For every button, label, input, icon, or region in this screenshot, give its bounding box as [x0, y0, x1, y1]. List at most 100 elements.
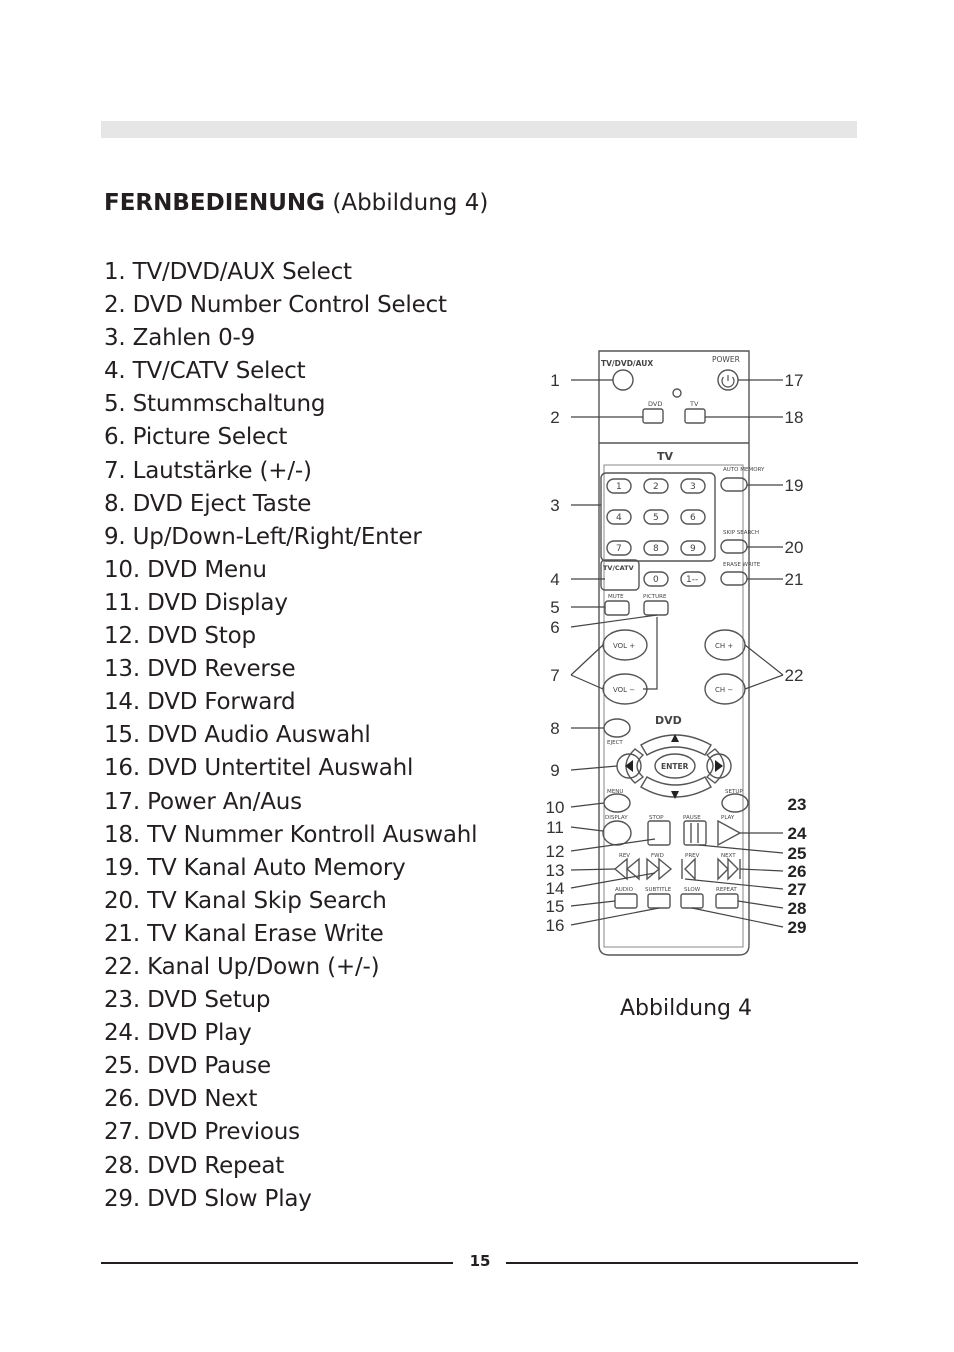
label-tv-small: TV — [689, 400, 699, 408]
digit-label: 1-- — [686, 575, 698, 585]
callout-number: 5 — [550, 598, 559, 617]
label-eject: EJECT — [607, 740, 623, 746]
digit-label: 1 — [616, 482, 622, 492]
callout-number: 12 — [546, 842, 565, 861]
list-item: 22. Kanal Up/Down (+/-) — [104, 953, 380, 980]
list-item: 20. TV Kanal Skip Search — [104, 887, 387, 914]
list-item: 15. DVD Audio Auswahl — [104, 722, 371, 749]
callout-number: 18 — [785, 408, 804, 427]
label-menu: MENU — [607, 789, 623, 795]
label-rev: REV — [619, 853, 630, 859]
list-item: 17. Power An/Aus — [104, 788, 302, 815]
callout-number: 29 — [788, 918, 807, 937]
digit-label: 6 — [690, 513, 696, 523]
callout-number: 1 — [550, 371, 559, 390]
list-item: 18. TV Nummer Kontroll Auswahl — [104, 821, 478, 848]
label-auto-memory: AUTO MEMORY — [723, 467, 765, 473]
remote-control-figure: TV/DVD/AUX POWER DVD TV TV AUTO MEMORY S… — [546, 350, 807, 956]
list-item: 1. TV/DVD/AUX Select — [104, 259, 352, 285]
label-tv-section: TV — [657, 450, 674, 463]
figure-caption: Abbildung 4 — [620, 996, 753, 1021]
callout-number: 13 — [546, 861, 565, 880]
label-slow: SLOW — [684, 887, 701, 893]
digit-label: 2 — [653, 482, 659, 492]
callout-number: 15 — [546, 897, 565, 916]
label-pause: PAUSE — [683, 815, 701, 821]
list-item: 12. DVD Stop — [104, 623, 256, 650]
list-item: 19. TV Kanal Auto Memory — [104, 854, 406, 881]
heading-bold: FERNBEDIENUNG — [104, 190, 326, 216]
callout-number: 2 — [550, 408, 559, 427]
list-item: 16. DVD Untertitel Auswahl — [104, 755, 414, 782]
callout-number: 25 — [788, 844, 807, 863]
label-ch-minus: CH − — [715, 686, 733, 694]
label-dvd-small: DVD — [648, 400, 662, 408]
page-number: 15 — [469, 1252, 491, 1270]
callout-number: 14 — [546, 879, 565, 898]
list-item: 7. Lautstärke (+/-) — [104, 457, 312, 484]
list-item: 11. DVD Display — [104, 589, 288, 616]
callout-number: 4 — [550, 570, 559, 589]
callout-number: 3 — [550, 496, 559, 515]
label-vol-minus: VOL − — [613, 686, 635, 694]
section-heading: FERNBEDIENUNG (Abbildung 4) — [104, 190, 488, 216]
callout-number: 9 — [550, 761, 559, 780]
list-item: 8. DVD Eject Taste — [104, 490, 312, 517]
label-dvd-section: DVD — [655, 714, 682, 727]
callout-number: 28 — [788, 899, 807, 918]
label-skip-search: SKIP SEARCH — [723, 530, 759, 536]
label-setup: SETUP — [725, 789, 743, 795]
label-stop: STOP — [649, 815, 664, 821]
callout-number: 24 — [788, 824, 807, 843]
callout-number: 17 — [785, 371, 804, 390]
list-item: 26. DVD Next — [104, 1086, 258, 1113]
callout-number: 10 — [546, 798, 565, 817]
label-tv-dvd-aux: TV/DVD/AUX — [601, 359, 653, 368]
label-power: POWER — [712, 355, 740, 364]
list-item: 4. TV/CATV Select — [104, 358, 306, 385]
callout-number: 16 — [546, 916, 565, 935]
list-item: 28. DVD Repeat — [104, 1152, 285, 1179]
list-item: 2. DVD Number Control Select — [104, 292, 447, 319]
footer-rule-right — [506, 1262, 858, 1264]
callout-number: 19 — [785, 476, 804, 495]
digit-label: 0 — [653, 575, 659, 585]
digit-label: 4 — [616, 513, 622, 523]
label-prev: PREV — [685, 853, 700, 859]
list-item: 6. Picture Select — [104, 424, 288, 451]
label-play: PLAY — [721, 815, 735, 821]
list-item: 25. DVD Pause — [104, 1053, 271, 1080]
callout-number: 27 — [788, 880, 807, 899]
callout-number: 26 — [788, 862, 807, 881]
digit-label: 9 — [690, 544, 696, 554]
callout-number: 8 — [550, 719, 559, 738]
label-tv-catv: TV/CATV — [603, 564, 634, 572]
list-item: 29. DVD Slow Play — [104, 1185, 312, 1212]
label-fwd: FWD — [651, 853, 664, 859]
label-picture: PICTURE — [643, 594, 667, 600]
label-display: DISPLAY — [605, 815, 628, 821]
list-item: 14. DVD Forward — [104, 689, 296, 716]
label-ch-plus: CH + — [715, 642, 733, 650]
list-item: 24. DVD Play — [104, 1020, 252, 1047]
label-audio: AUDIO — [615, 887, 634, 893]
footer-rule-left — [101, 1262, 453, 1264]
digit-label: 3 — [690, 482, 696, 492]
list-item: 5. Stummschaltung — [104, 391, 326, 418]
list-item: 27. DVD Previous — [104, 1119, 300, 1146]
button-list: 1. TV/DVD/AUX Select 2. DVD Number Contr… — [104, 256, 478, 1216]
list-item: 10. DVD Menu — [104, 556, 267, 583]
callout-number: 6 — [550, 618, 559, 637]
callout-number: 7 — [550, 666, 559, 685]
digit-label: 8 — [653, 544, 659, 554]
label-mute: MUTE — [608, 594, 624, 600]
list-item: 21. TV Kanal Erase Write — [104, 920, 384, 947]
label-erase-write: ERASE WRITE — [723, 562, 761, 568]
callout-number: 22 — [785, 666, 804, 685]
label-subtitle: SUBTITLE — [645, 887, 672, 893]
callout-number: 20 — [785, 538, 804, 557]
callout-number: 21 — [785, 570, 804, 589]
list-item: 23. DVD Setup — [104, 987, 271, 1014]
list-item: 9. Up/Down-Left/Right/Enter — [104, 523, 422, 550]
label-next: NEXT — [721, 853, 736, 859]
